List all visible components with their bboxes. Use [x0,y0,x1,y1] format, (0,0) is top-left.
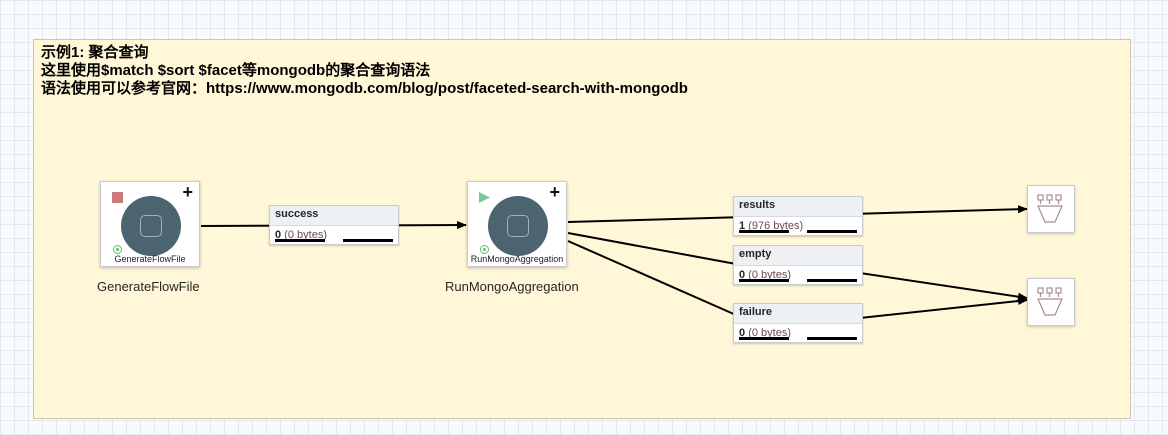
label-line-1: 示例1: 聚合查询 [41,44,149,61]
backpressure-bars [739,230,857,233]
add-icon[interactable]: + [182,182,193,202]
play-icon [479,192,490,203]
queued-count: 0 [739,269,746,281]
processor-caption: RunMongoAggregation [445,279,579,294]
queued-count: 0 [275,229,282,241]
connection-line-failure-2[interactable] [859,296,1028,319]
connection-line-failure[interactable] [567,240,737,316]
relationship-name: success [270,206,398,226]
add-icon[interactable]: + [549,182,560,202]
queued-size: (0 bytes) [748,269,791,281]
label-line-3: 语法使用可以参考官网：https://www.mongodb.com/blog/… [41,80,688,97]
queue-stats: 1 (976 bytes) [734,217,862,232]
connection-line-empty-2[interactable] [859,272,1028,301]
canvas-label[interactable]: 示例1: 聚合查询 这里使用$match $sort $facet等mongod… [33,39,1131,419]
valid-icon [113,245,122,254]
connection-line-empty[interactable] [567,232,737,265]
processor-name: RunMongoAggregation [470,254,564,264]
connection-results[interactable]: results 1 (976 bytes) [733,196,863,236]
queued-count: 0 [739,327,746,339]
label-text: 示例1: 聚合查询 这里使用$match $sort $facet等mongod… [41,44,688,98]
queued-size: (976 bytes) [748,220,804,232]
funnel-results[interactable] [1027,185,1075,233]
backpressure-bars [275,239,393,242]
relationship-name: empty [734,246,862,266]
funnel-icon [1037,287,1063,316]
connection-failure[interactable]: failure 0 (0 bytes) [733,303,863,343]
backpressure-bars [739,279,857,282]
queue-stats: 0 (0 bytes) [734,324,862,339]
processor-generateflowfile[interactable]: + GenerateFlowFile [100,181,200,267]
processor-icon [121,196,181,256]
processor-caption: GenerateFlowFile [97,279,200,294]
queued-size: (0 bytes) [748,327,791,339]
processor-name: GenerateFlowFile [114,254,186,264]
queued-count: 1 [739,220,746,232]
stop-icon [112,192,123,203]
label-line-2: 这里使用$match $sort $facet等mongodb的聚合查询语法 [41,62,431,79]
funnel-empty-failure[interactable] [1027,278,1075,326]
processor-icon [488,196,548,256]
queued-size: (0 bytes) [284,229,327,241]
queue-stats: 0 (0 bytes) [734,266,862,281]
connection-empty[interactable]: empty 0 (0 bytes) [733,245,863,285]
connection-success[interactable]: success 0 (0 bytes) [269,205,399,245]
relationship-name: results [734,197,862,217]
processor-runmongoaggregation[interactable]: + RunMongoAggregation [467,181,567,267]
funnel-icon [1037,194,1063,223]
queue-stats: 0 (0 bytes) [270,226,398,241]
backpressure-bars [739,337,857,340]
valid-icon [480,245,489,254]
relationship-name: failure [734,304,862,324]
